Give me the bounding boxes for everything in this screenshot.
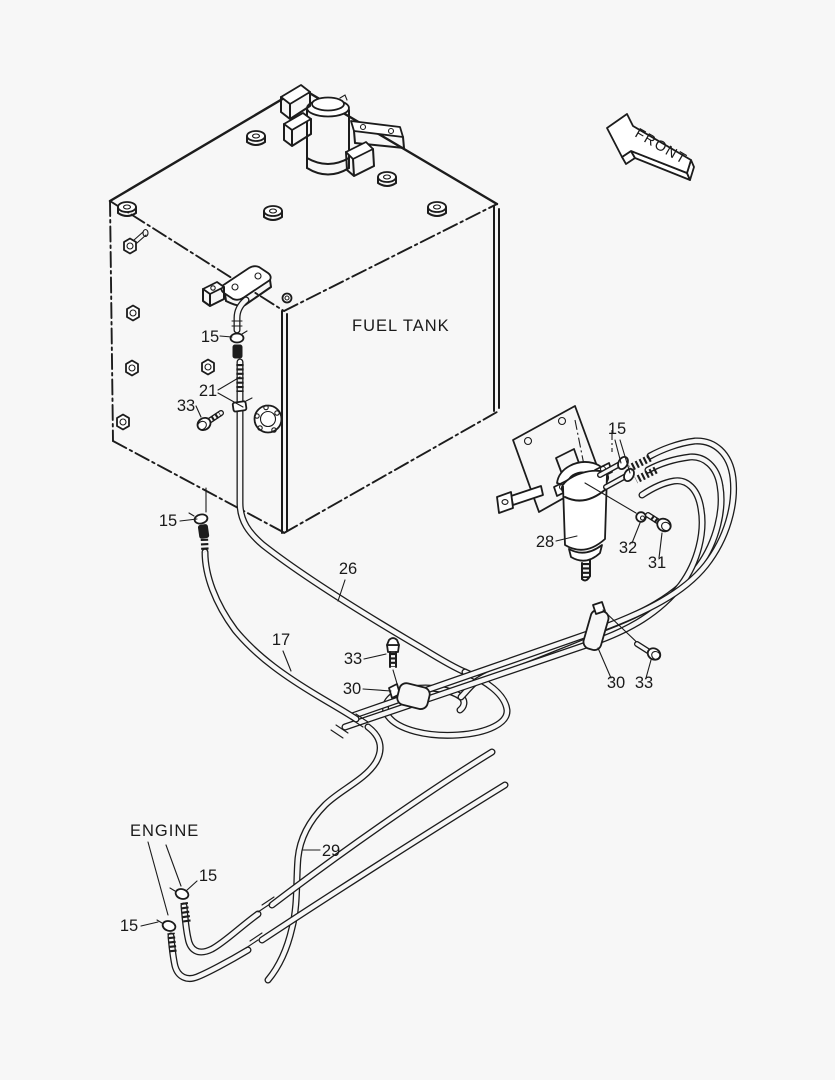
callout-leader xyxy=(614,439,622,464)
sender-flange xyxy=(253,404,283,434)
part-callout-33-2: 33 xyxy=(177,397,195,415)
callout-leader xyxy=(363,653,387,660)
fuel-tank-label: FUEL TANK xyxy=(352,317,450,335)
part-callout-30-12: 30 xyxy=(607,674,625,692)
callout-leader xyxy=(645,659,652,679)
clamp-30-left xyxy=(388,669,431,710)
clamp-21 xyxy=(231,397,253,413)
hose-clamp-15-engine-lower xyxy=(161,920,177,932)
fuel-tank xyxy=(108,84,500,534)
bolt-33-center xyxy=(386,637,400,668)
callout-leader xyxy=(179,518,198,522)
tank-left-edge xyxy=(109,200,114,442)
hose-break-marks xyxy=(245,713,369,949)
callout-leader xyxy=(195,405,202,418)
screw-leader xyxy=(584,482,637,514)
callout-leader xyxy=(362,688,392,692)
tank-top-back-edges xyxy=(108,86,499,206)
fuel-filter-assembly xyxy=(496,405,672,582)
tank-top-front-left-edge xyxy=(109,200,285,312)
bolt-31 xyxy=(645,512,672,533)
hose-17 xyxy=(200,529,360,723)
part-callout-31-11: 31 xyxy=(648,554,666,572)
hose-engine-upper xyxy=(169,748,496,956)
elbow-fitting xyxy=(197,524,210,539)
clamps-and-bolts xyxy=(196,410,662,710)
filler-cap xyxy=(306,94,350,176)
tank-bottom-right-edge xyxy=(283,411,498,534)
tank-top-front-right-edge xyxy=(283,203,498,312)
tank-side-nuts xyxy=(116,228,293,431)
part-callout-15-3: 15 xyxy=(159,512,177,530)
hose-engine-lower xyxy=(156,781,509,982)
part-callout-33-13: 33 xyxy=(635,674,653,692)
hoses xyxy=(156,358,738,984)
bolt-33-tank xyxy=(196,410,224,432)
callout-leader xyxy=(219,335,233,338)
callout-leader xyxy=(658,532,663,559)
hose-clamp-15-filter-lower xyxy=(623,467,635,483)
callout-leader xyxy=(217,392,244,408)
engine-label: ENGINE xyxy=(130,822,199,840)
front-corner-bracket xyxy=(202,265,272,307)
part-callout-26-4: 26 xyxy=(339,560,357,578)
tank-top-pads xyxy=(117,130,447,221)
callout-leader xyxy=(619,439,631,474)
part-callout-29-14: 29 xyxy=(322,842,340,860)
elbow-fitting xyxy=(232,344,243,359)
hose-filter-upper xyxy=(348,453,725,720)
front-arrow: FRONT xyxy=(606,113,695,181)
part-callout-15-16: 15 xyxy=(120,917,138,935)
callout-leader xyxy=(185,880,198,892)
part-callout-15-15: 15 xyxy=(199,867,217,885)
part-callout-33-6: 33 xyxy=(344,650,362,668)
callout-leader xyxy=(282,650,292,672)
water-separator xyxy=(553,461,613,582)
spring-guard xyxy=(200,529,209,553)
part-callout-28-9: 28 xyxy=(536,533,554,551)
bolt-33-right xyxy=(634,641,662,661)
callout-leader xyxy=(217,376,241,391)
part-callout-30-7: 30 xyxy=(343,680,361,698)
spring-guard xyxy=(167,932,177,953)
hose-29 xyxy=(264,723,384,984)
front-arrow-face xyxy=(606,113,692,174)
part-callout-15-0: 15 xyxy=(201,328,219,346)
screw-32 xyxy=(635,511,647,523)
callout-leader xyxy=(140,921,159,927)
part-callout-17-5: 17 xyxy=(272,631,290,649)
filter-mount-arm xyxy=(496,485,544,514)
part-callout-21-1: 21 xyxy=(199,382,217,400)
hose-clamp-15-filter-upper xyxy=(617,455,629,471)
callout-leader xyxy=(631,522,641,544)
hose-clamp-15-top xyxy=(229,332,245,344)
spring-guard xyxy=(180,901,191,923)
tank-lower-hose-fitting xyxy=(188,487,210,539)
tank-front-corner-edge xyxy=(281,310,288,534)
top-brackets xyxy=(280,84,405,177)
engine-leader-lines xyxy=(147,841,182,916)
hose-clamp-15-engine-upper xyxy=(174,888,190,900)
part-callout-32-10: 32 xyxy=(619,539,637,557)
hose-26-loop-end xyxy=(596,437,738,633)
hose-clamp-15-tank xyxy=(193,513,209,525)
tank-bottom-left-edge xyxy=(112,440,284,533)
tank-right-corner-edge xyxy=(493,205,500,412)
tank-top-hose-fitting xyxy=(229,296,250,359)
callout-leader xyxy=(597,647,612,679)
part-callout-15-8: 15 xyxy=(608,420,626,438)
callout-leader xyxy=(337,579,346,602)
callout-leader xyxy=(555,535,578,542)
